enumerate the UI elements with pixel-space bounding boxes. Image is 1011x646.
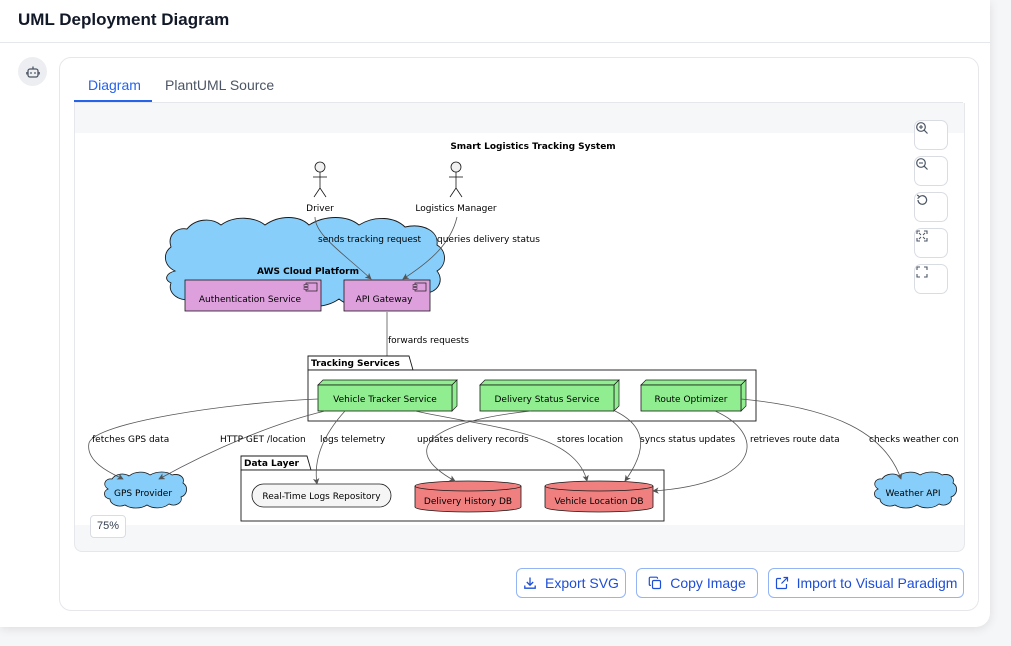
fit-icon	[916, 230, 928, 242]
actor-logistics-manager: Logistics Manager	[415, 161, 497, 214]
edge-sends-label: sends tracking request	[318, 235, 422, 245]
edge-http-label: HTTP GET /location	[220, 435, 306, 445]
cloud-weather-api: Weather API	[874, 471, 957, 509]
delivery-db-label: Delivery History DB	[424, 497, 512, 507]
edge-updates-delivery	[426, 410, 532, 482]
robot-icon	[25, 66, 40, 78]
component-api-gateway: API Gateway	[343, 279, 431, 312]
actor-driver: Driver	[306, 161, 334, 214]
edge-syncs-status	[614, 410, 642, 482]
edge-http-location	[158, 410, 326, 480]
edge-syncs-label: syncs status updates	[640, 435, 735, 445]
database-delivery-history: Delivery History DB	[414, 480, 522, 513]
edge-weather-label: checks weather con	[869, 435, 959, 445]
tab-bar: Diagram PlantUML Source	[74, 58, 963, 103]
component-authentication-service: Authentication Service	[184, 279, 322, 312]
vehicle-tracker-label: Vehicle Tracker Service	[333, 395, 437, 405]
node-delivery-status: Delivery Status Service	[479, 379, 620, 412]
edge-logs-telemetry	[312, 410, 346, 485]
page-title: UML Deployment Diagram	[18, 10, 230, 29]
fullscreen-button[interactable]	[914, 264, 948, 294]
api-gateway-label: API Gateway	[356, 295, 414, 305]
edge-retrieves-label: retrieves route data	[750, 435, 840, 445]
edge-logs-label: logs telemetry	[320, 435, 386, 445]
database-vehicle-location: Vehicle Location DB	[544, 480, 654, 513]
logs-repo-label: Real-Time Logs Repository	[262, 492, 381, 502]
app-window: UML Deployment Diagram Diagram PlantUML …	[0, 0, 990, 611]
auth-service-label: Authentication Service	[199, 295, 302, 305]
export-svg-button[interactable]: Export SVG	[516, 568, 626, 598]
copy-icon	[648, 576, 662, 590]
reset-icon	[916, 194, 928, 205]
actor-manager-label: Logistics Manager	[415, 204, 497, 214]
export-svg-label: Export SVG	[545, 575, 619, 591]
cloud-aws-label: AWS Cloud Platform	[257, 267, 359, 277]
zoom-out-button[interactable]	[914, 156, 948, 186]
edge-forwards-label: forwards requests	[388, 336, 469, 346]
fit-view-button[interactable]	[914, 228, 948, 258]
gps-provider-label: GPS Provider	[114, 489, 172, 499]
zoom-in-icon	[916, 122, 928, 134]
cloud-gps-provider: GPS Provider	[104, 471, 187, 509]
edge-fetches-label: fetches GPS data	[92, 435, 169, 445]
deployment-diagram: Smart Logistics Tracking System Driver	[75, 133, 964, 525]
route-optimizer-label: Route Optimizer	[654, 395, 727, 405]
location-db-label: Vehicle Location DB	[554, 497, 643, 507]
import-vp-label: Import to Visual Paradigm	[796, 575, 958, 591]
edge-checks-weather	[740, 398, 903, 480]
zoom-in-button[interactable]	[914, 120, 948, 150]
copy-image-label: Copy Image	[670, 575, 746, 591]
tab-diagram[interactable]: Diagram	[88, 77, 141, 93]
delivery-status-label: Delivery Status Service	[494, 395, 599, 405]
edge-stores-label: stores location	[557, 435, 623, 445]
diagram-surface	[75, 133, 964, 525]
page-header: UML Deployment Diagram	[0, 0, 990, 43]
fullscreen-icon	[916, 266, 928, 278]
copy-image-button[interactable]: Copy Image	[636, 568, 758, 598]
edge-updates-label: updates delivery records	[417, 435, 529, 445]
tab-plantuml-source[interactable]: PlantUML Source	[165, 77, 275, 93]
actor-driver-label: Driver	[306, 204, 334, 214]
edge-stores-location	[414, 410, 589, 482]
external-link-icon	[775, 576, 788, 590]
node-route-optimizer: Route Optimizer	[640, 379, 747, 412]
storage-realtime-logs: Real-Time Logs Repository	[251, 483, 392, 508]
edge-retrieves-route	[652, 410, 748, 494]
download-icon	[524, 577, 536, 589]
edge-manager-gateway	[402, 216, 458, 280]
package-tracking-label: Tracking Services	[311, 359, 400, 369]
zoom-level-indicator: 75%	[90, 515, 126, 538]
bot-avatar	[18, 57, 47, 86]
edge-queries-label: queries delivery status	[437, 235, 540, 245]
import-visual-paradigm-button[interactable]: Import to Visual Paradigm	[768, 568, 964, 598]
weather-api-label: Weather API	[886, 489, 941, 499]
package-data-layer-label: Data Layer	[244, 459, 300, 469]
edge-fetches-gps	[88, 398, 319, 480]
diagram-title: Smart Logistics Tracking System	[450, 142, 615, 152]
zoom-out-icon	[916, 158, 928, 170]
active-tab-indicator	[74, 100, 152, 102]
node-vehicle-tracker: Vehicle Tracker Service	[317, 379, 458, 412]
reset-view-button[interactable]	[914, 192, 948, 222]
diagram-card: Diagram PlantUML Source Smart Logistics …	[59, 57, 979, 611]
edge-driver-gateway	[314, 216, 372, 280]
diagram-canvas[interactable]: Smart Logistics Tracking System Driver	[74, 103, 965, 552]
